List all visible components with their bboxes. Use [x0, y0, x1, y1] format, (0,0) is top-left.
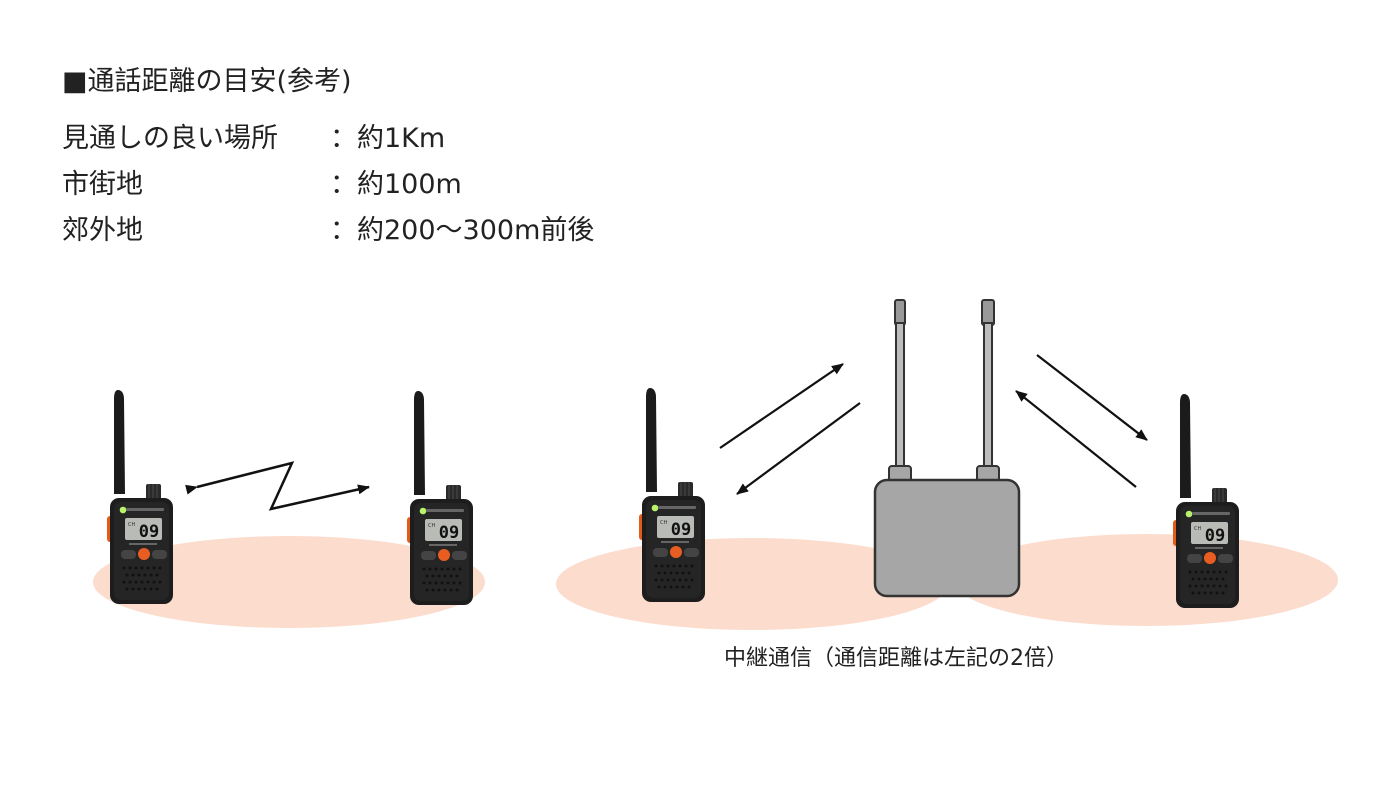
- relay-communication-caption: 中継通信（通信距離は左記の2倍）: [724, 646, 1068, 671]
- distance-guide-heading: ■通話距離の目安(参考): [62, 66, 352, 97]
- coverage-area-left: [93, 536, 485, 628]
- handheld-radio-icon: [638, 387, 706, 603]
- signal-arrow-icon: [1015, 390, 1137, 488]
- distance-value: ：約100m: [330, 169, 462, 200]
- distance-place: 郊外地: [62, 215, 143, 246]
- handheld-radio-icon: [406, 390, 474, 606]
- distance-list: 見通しの良い場所 ：約1Km 市街地 ：約100m 郊外地 ：約200〜300m…: [62, 116, 594, 254]
- distance-value: ：約200〜300m前後: [330, 215, 595, 246]
- handheld-radio-icon: [106, 389, 174, 605]
- coverage-area-right: [954, 534, 1338, 626]
- repeater-icon: [873, 299, 1021, 598]
- distance-place: 市街地: [62, 169, 143, 200]
- handheld-radio-icon: [1172, 393, 1240, 609]
- signal-arrow-icon: [719, 363, 844, 449]
- distance-value: ：約1Km: [330, 123, 446, 154]
- zigzag-signal-icon: [185, 461, 370, 511]
- distance-row-open-area: 見通しの良い場所 ：約1Km: [62, 116, 594, 162]
- distance-place: 見通しの良い場所: [62, 123, 278, 154]
- signal-arrow-icon: [736, 402, 861, 495]
- signal-arrow-icon: [1036, 354, 1148, 441]
- distance-row-urban: 市街地 ：約100m: [62, 162, 594, 208]
- distance-row-suburban: 郊外地 ：約200〜300m前後: [62, 208, 594, 254]
